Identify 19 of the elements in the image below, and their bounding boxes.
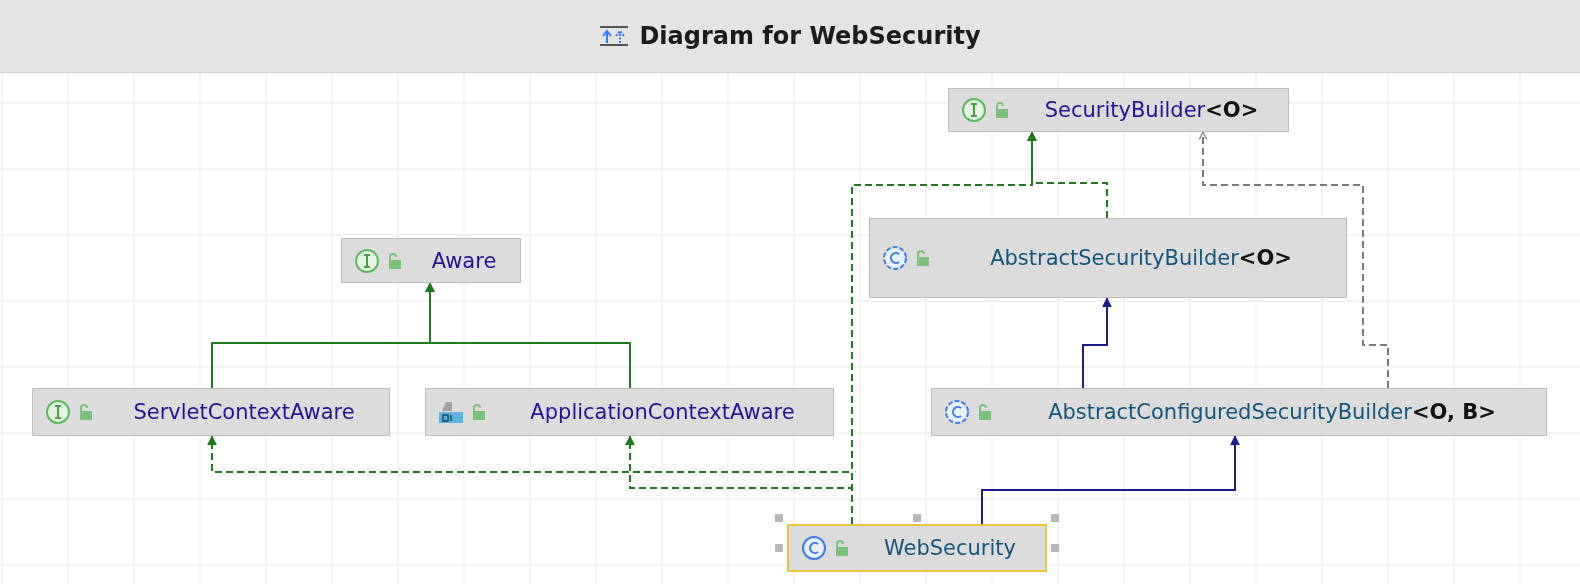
class-box <box>869 218 1347 298</box>
arrow <box>1082 297 1112 389</box>
interface-box <box>425 388 834 436</box>
class-name: Aware <box>430 248 498 273</box>
interface-box <box>948 88 1289 132</box>
class-name: WebSecurity <box>883 536 1017 560</box>
arrow <box>981 435 1240 525</box>
class-name: AbstractSecurityBuilder<O> <box>989 246 1293 270</box>
arrow <box>425 282 631 389</box>
class-box <box>931 388 1547 436</box>
interface-box <box>32 388 390 436</box>
dashed-arrow <box>1198 131 1389 389</box>
class-box <box>787 524 1047 572</box>
class-name: ServletContextAware <box>132 400 356 424</box>
interface-box <box>341 238 521 283</box>
diagram-title: Diagram for WebSecurity <box>639 22 981 50</box>
class-name: ApplicationContextAware <box>529 400 796 424</box>
class-name: AbstractConfiguredSecurityBuilder<O, B> <box>1047 400 1497 424</box>
class-name: SecurityBuilder<O> <box>1043 98 1260 122</box>
